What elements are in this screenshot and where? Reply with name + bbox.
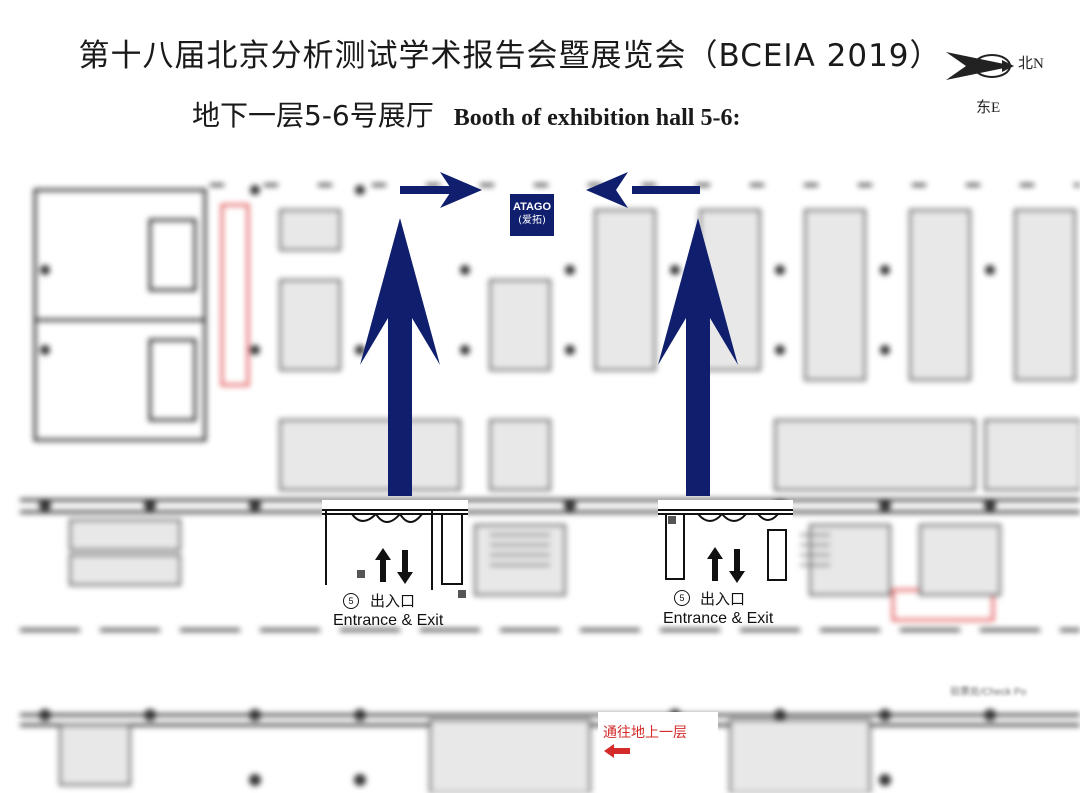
upper-floor-label: 通往地上一层 (603, 725, 687, 741)
route-arrow-left (360, 172, 482, 496)
page-title: 第十八届北京分析测试学术报告会暨展览会（BCEIA 2019） (78, 38, 942, 74)
entrance-label-en: Entrance & Exit (663, 610, 774, 627)
entrance-area-right (658, 500, 793, 600)
entrance-number-badge: 5 (674, 590, 690, 606)
booth-name: ATAGO (512, 201, 552, 213)
up-down-arrows-icon (375, 548, 413, 584)
compass-east-label: 东E (976, 100, 1001, 116)
entrance-number-badge: 5 (343, 593, 359, 609)
checkpoint-label: 验票处/Check Po (950, 687, 1027, 698)
route-arrow-right (586, 172, 738, 496)
entrance-label-en: Entrance & Exit (333, 612, 444, 629)
compass-icon (946, 52, 1014, 80)
entrance-area-left (322, 500, 468, 608)
up-down-arrows-icon (707, 547, 745, 583)
subtitle-en: Booth of exhibition hall 5-6: (453, 105, 741, 131)
left-arrow-icon (604, 744, 630, 758)
entrance-label-cn: 出入口 (700, 590, 746, 608)
booth-name-cn: (爱拓) (518, 215, 546, 226)
entrance-label-cn: 出入口 (370, 592, 416, 610)
subtitle-row: 地下一层5-6号展厅 Booth of exhibition hall 5-6: (192, 94, 740, 134)
subtitle-cn: 地下一层5-6号展厅 (192, 99, 434, 132)
booth-atago[interactable]: ATAGO (爱拓) (510, 194, 554, 236)
compass-north-label: 北N (1018, 56, 1044, 72)
